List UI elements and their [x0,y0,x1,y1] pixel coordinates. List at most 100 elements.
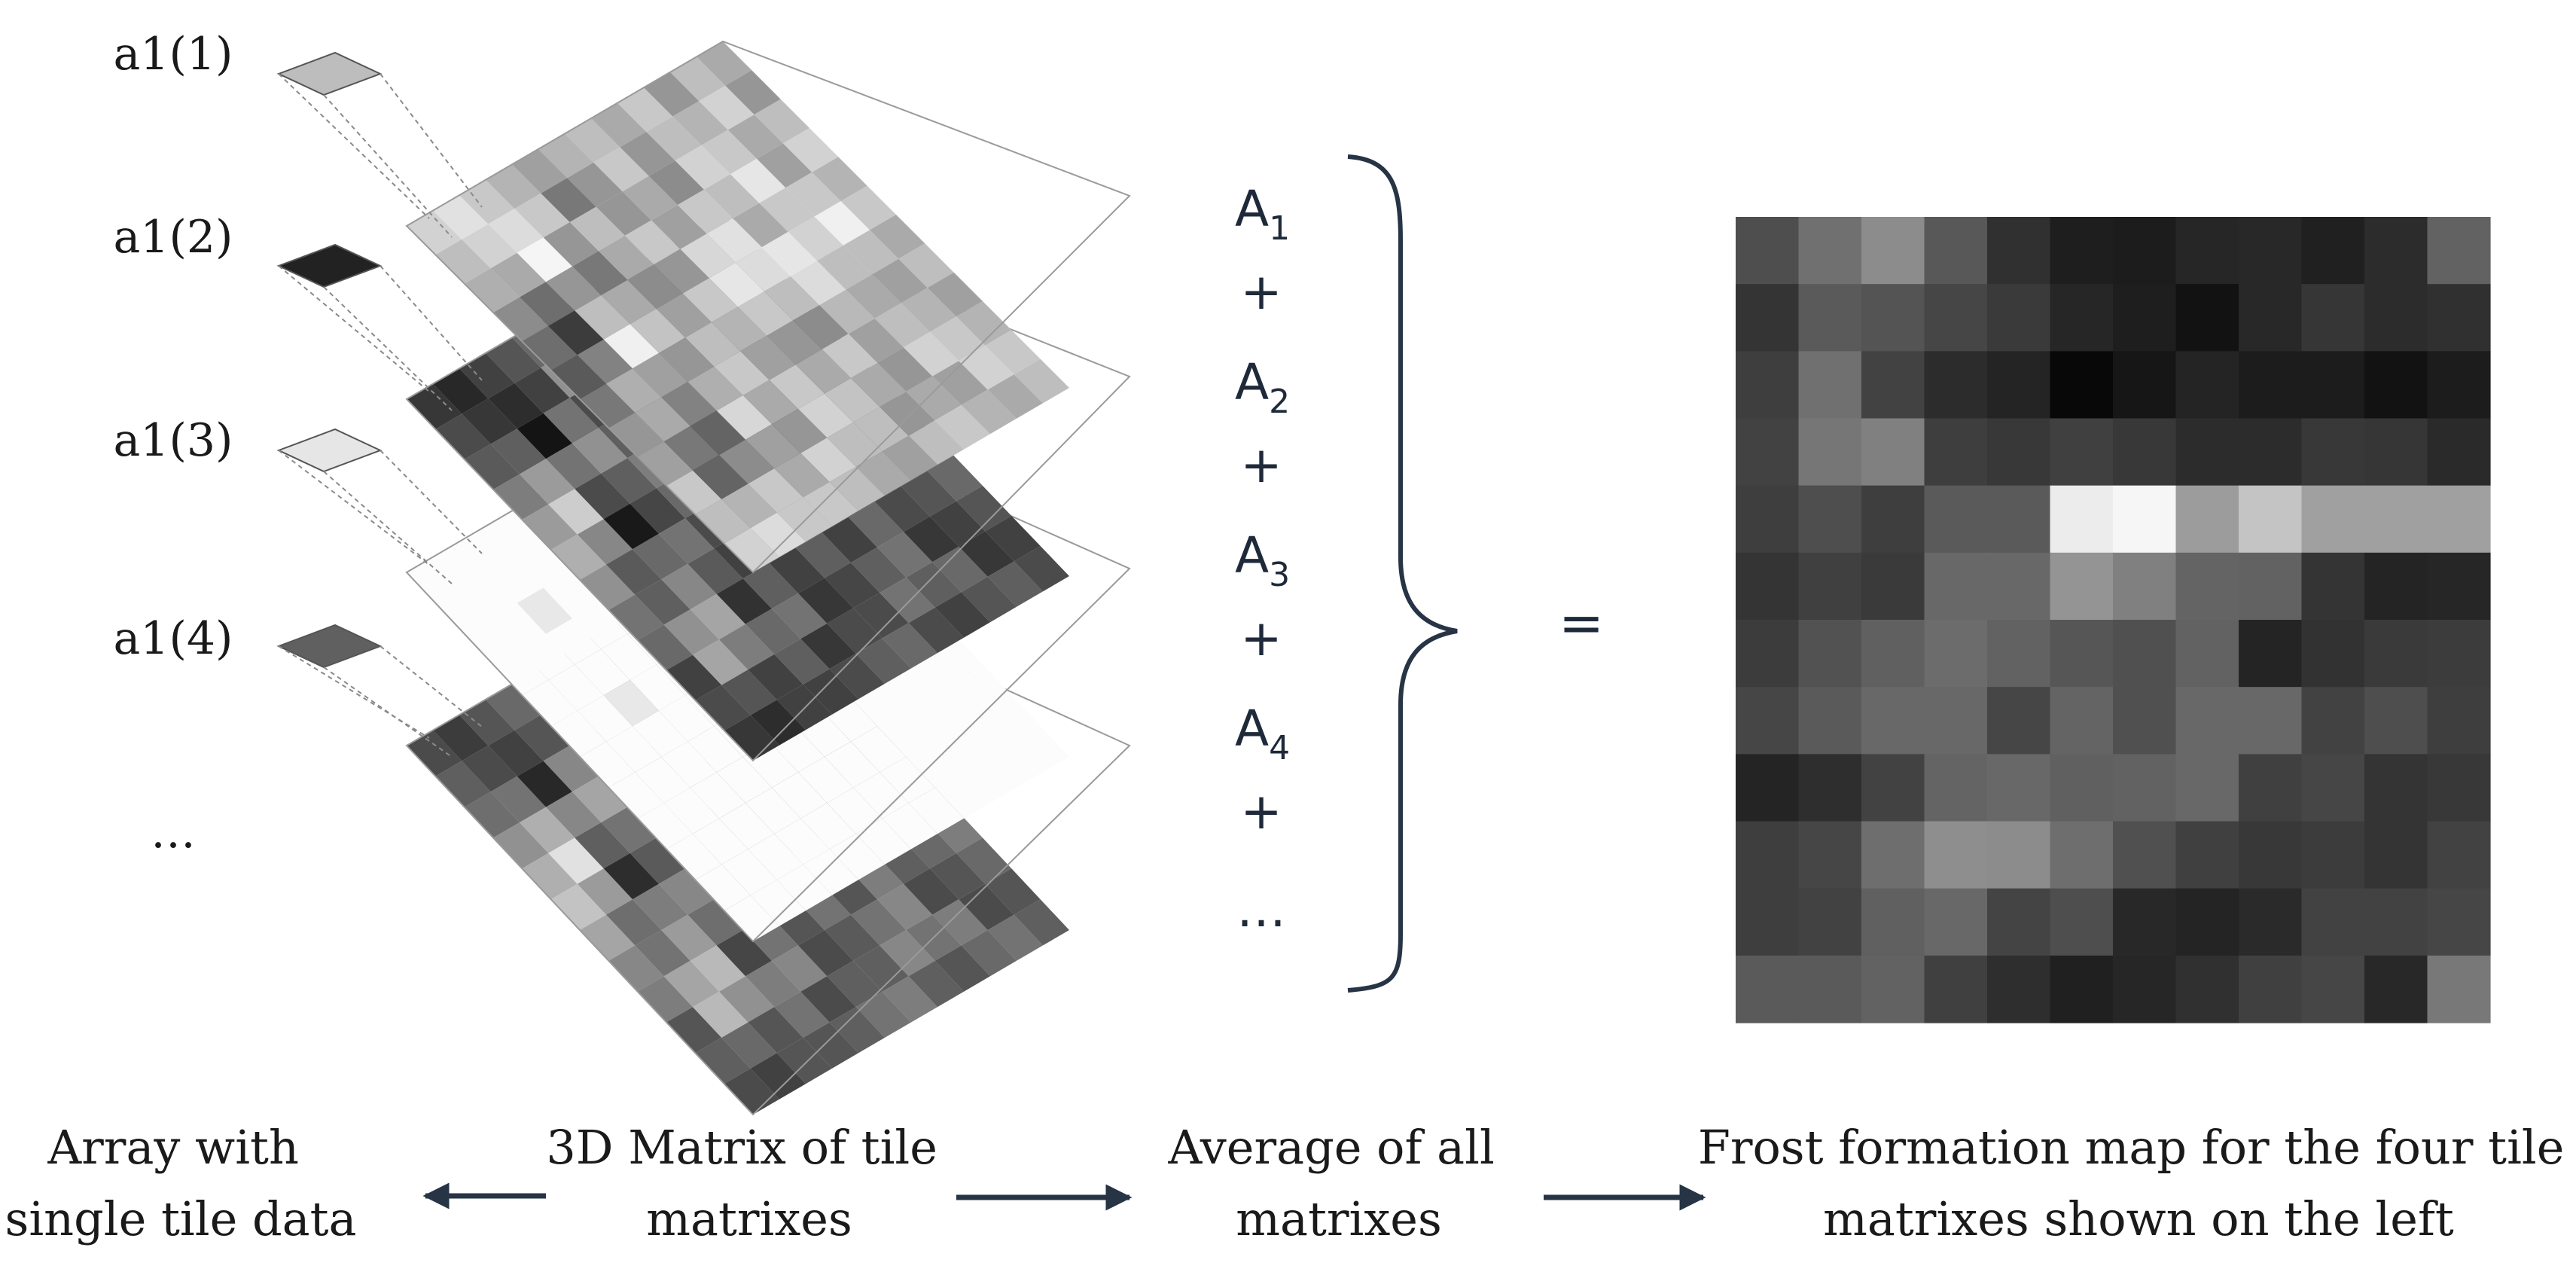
single-tile-2 [276,243,383,288]
matrix-cell [630,664,685,711]
matrix-cell [772,772,828,819]
matrix-cell [853,772,909,819]
matrix-cell [661,382,717,426]
matrix-cell [603,324,659,369]
matrix-cell [840,185,896,230]
frost-map-cell [2175,284,2239,352]
matrix-cell [675,145,730,190]
frost-map-cell [1924,955,1988,1023]
matrix-cell [546,618,602,665]
matrix-cell [543,222,599,267]
matrix-cell [827,787,883,834]
matrix-cell [459,179,515,224]
matrix-cell [666,654,722,700]
frost-map-cell [2364,620,2428,688]
frost-map-cell [2427,888,2491,956]
matrix-cell [488,383,544,429]
matrix-cell [695,864,751,911]
frost-map-cell [1736,284,1800,352]
matrix-cell [961,576,1017,623]
matrix-cell [793,305,849,349]
sum-term-subscript: 1 [1269,209,1290,248]
matrix-cell [606,726,662,773]
matrix-cell [603,679,659,727]
frost-map-cell [2239,217,2303,285]
caption-frost-map-line-1: Frost formation map for the four tile [1698,1120,2565,1175]
matrix-cell [493,822,549,869]
matrix-cell [695,499,751,544]
matrix-cell [459,526,515,572]
matrix-cell [569,206,625,252]
matrix-cell [825,741,880,788]
matrix-cell [514,193,570,238]
matrix-cell [898,243,954,288]
matrix-cell [603,853,659,900]
matrix-cell [733,203,788,248]
matrix-cell [488,557,544,603]
matrix-cell [435,413,491,459]
matrix-cell [493,649,549,696]
matrix-cell [514,715,570,761]
svg-text:A4: A4 [1235,700,1290,767]
matrix-cell [761,231,817,276]
matrix-cell [630,488,685,534]
matrix-cell [759,188,815,232]
matrix-cell [661,914,717,961]
matrix-cell [904,331,959,377]
matrix-cell [803,669,858,715]
matrix-cell [663,787,719,834]
matrix-cell [882,623,937,669]
frost-map-cell [2239,351,2303,419]
matrix-cell [591,102,647,148]
frost-map-cell [2301,687,2365,755]
matrix-cell [407,210,462,255]
matrix-cell [633,883,688,930]
matrix-cell [961,930,1017,977]
frost-map-cell [2050,284,2114,352]
matrix-cell [719,803,775,849]
matrix-cell [932,361,988,405]
frost-map-cell [1924,620,1988,688]
matrix-cell [961,757,1017,804]
matrix-cell [550,883,606,930]
matrix-cell [748,1007,803,1054]
matrix-cell [730,158,786,203]
frost-map-cell [1798,888,1862,956]
matrix-cell [748,468,803,513]
matrix-cell [934,592,990,638]
matrix-cell [985,516,1041,562]
sum-term-base: A [1235,180,1269,238]
matrix-cell [580,741,636,788]
frost-map-cell [2113,754,2177,822]
frost-map-cell [2113,955,2177,1023]
matrix-cell [596,191,651,236]
matrix-cell [550,355,606,399]
frost-map-cell [2364,687,2428,755]
matrix-cell [774,991,830,1038]
sum-term-subscript: 4 [1269,729,1290,767]
matrix-cell [882,435,937,480]
matrix-cell [738,291,794,336]
matrix-cell [748,654,803,700]
frost-map-cell [1924,552,1988,621]
frost-map-cell [2239,687,2303,755]
matrix-cell [932,899,988,946]
matrix-cell [800,803,856,849]
matrix-cell [577,519,633,565]
matrix-cell [637,624,693,670]
matrix-cell [575,473,630,520]
matrix-cell [742,380,798,425]
matrix-cell [693,991,748,1038]
matrix-cell [520,282,575,326]
matrix-cell [490,429,546,474]
matrix-cell [764,276,820,321]
frost-map-cell [2301,284,2365,352]
matrix-cell [603,503,659,550]
matrix-cell [606,368,662,413]
matrix-layer-outline [405,40,1131,574]
matrix-cell [687,548,743,594]
frost-map-cell [2050,351,2114,419]
matrix-cell [812,157,867,202]
frost-map-cell [2239,485,2303,554]
matrix-cell [464,618,520,665]
